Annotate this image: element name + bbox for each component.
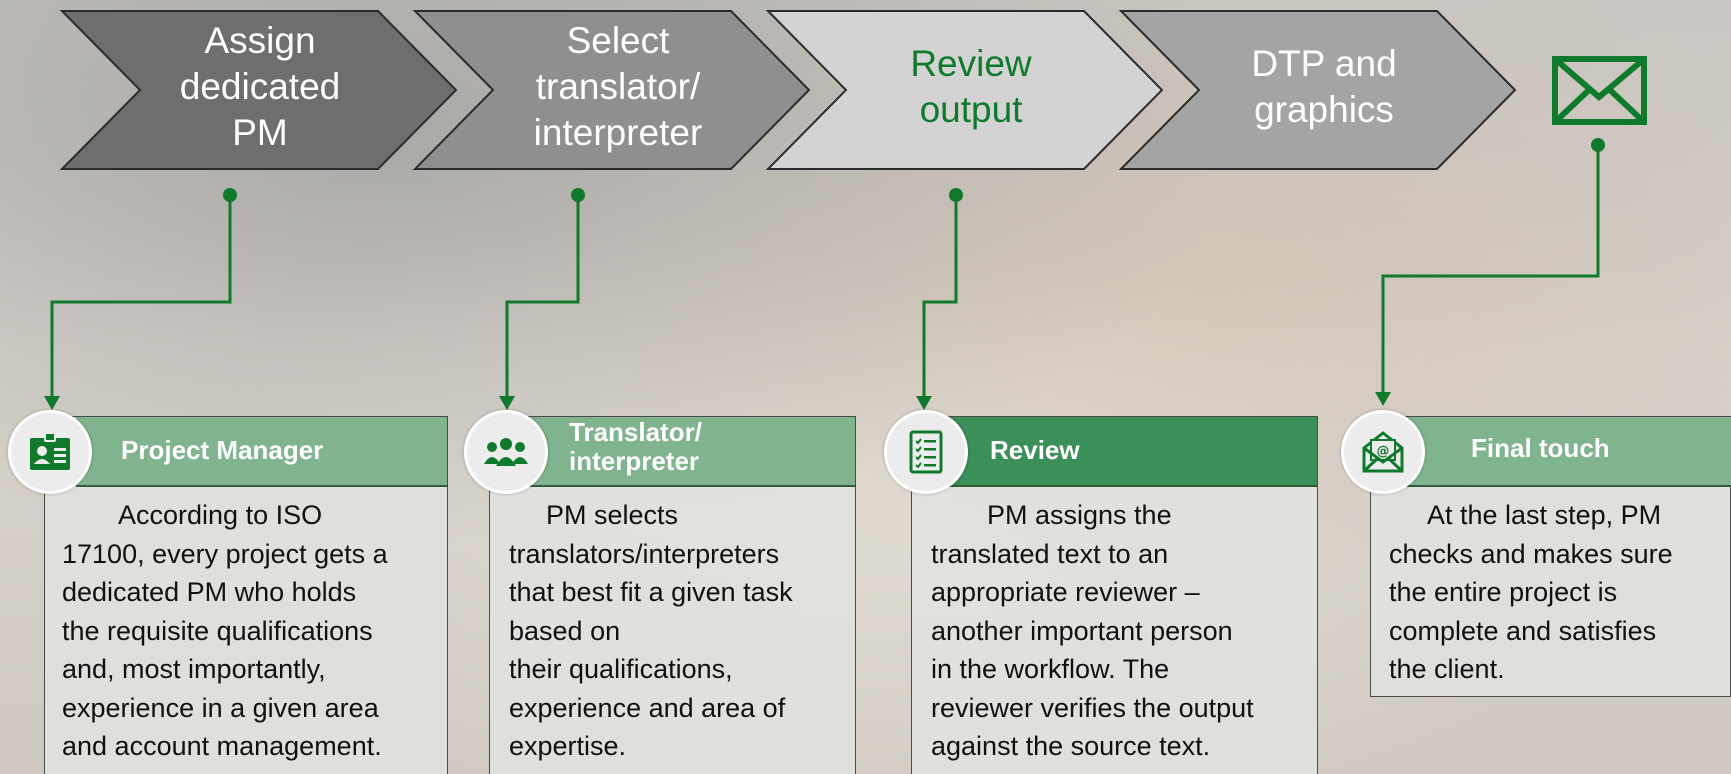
card-4-body: At the last step, PM checks and makes su… (1389, 500, 1673, 684)
step-2-chevron (412, 10, 811, 170)
card-3-body: PM assigns the translated text to an app… (931, 500, 1254, 761)
checklist-icon (909, 430, 943, 474)
id-card-icon (30, 432, 70, 470)
svg-text:@: @ (1377, 444, 1390, 459)
card-3-title: Review (990, 435, 1080, 465)
step-2-label: Select translator/ interpreter (533, 20, 703, 153)
step-1-chevron (59, 10, 458, 170)
card-4-icon-badge: @ (1341, 410, 1425, 494)
connector-3 (916, 188, 963, 410)
card-1-body: According to ISO 17100, every project ge… (62, 500, 388, 761)
email-at-icon: @ (1362, 431, 1404, 473)
step-3-chevron (765, 10, 1164, 170)
card-4-title: Final touch (1471, 433, 1610, 463)
card-1-icon-badge (8, 410, 92, 494)
card-3-icon-badge (884, 410, 968, 494)
card-4-header (1400, 417, 1731, 487)
connector-1 (44, 188, 237, 410)
connector-4 (1375, 138, 1605, 406)
people-group-icon (484, 438, 528, 466)
card-2-title: Translator/ interpreter (569, 417, 702, 476)
card-3-header (944, 417, 1317, 487)
step-4-chevron (1118, 10, 1517, 170)
card-2-icon-badge (464, 410, 548, 494)
card-2-body: PM selects translators/interpreters that… (509, 500, 793, 761)
step-3-label: Review output (910, 43, 1032, 130)
step-1-label: Assign dedicated PM (179, 20, 341, 153)
connector-2 (499, 188, 585, 410)
card-1-title: Project Manager (121, 435, 324, 465)
card-2-header (520, 417, 855, 487)
step-4-label: DTP and graphics (1251, 43, 1397, 130)
card-1-header (76, 417, 447, 487)
envelope-icon (1552, 56, 1647, 125)
